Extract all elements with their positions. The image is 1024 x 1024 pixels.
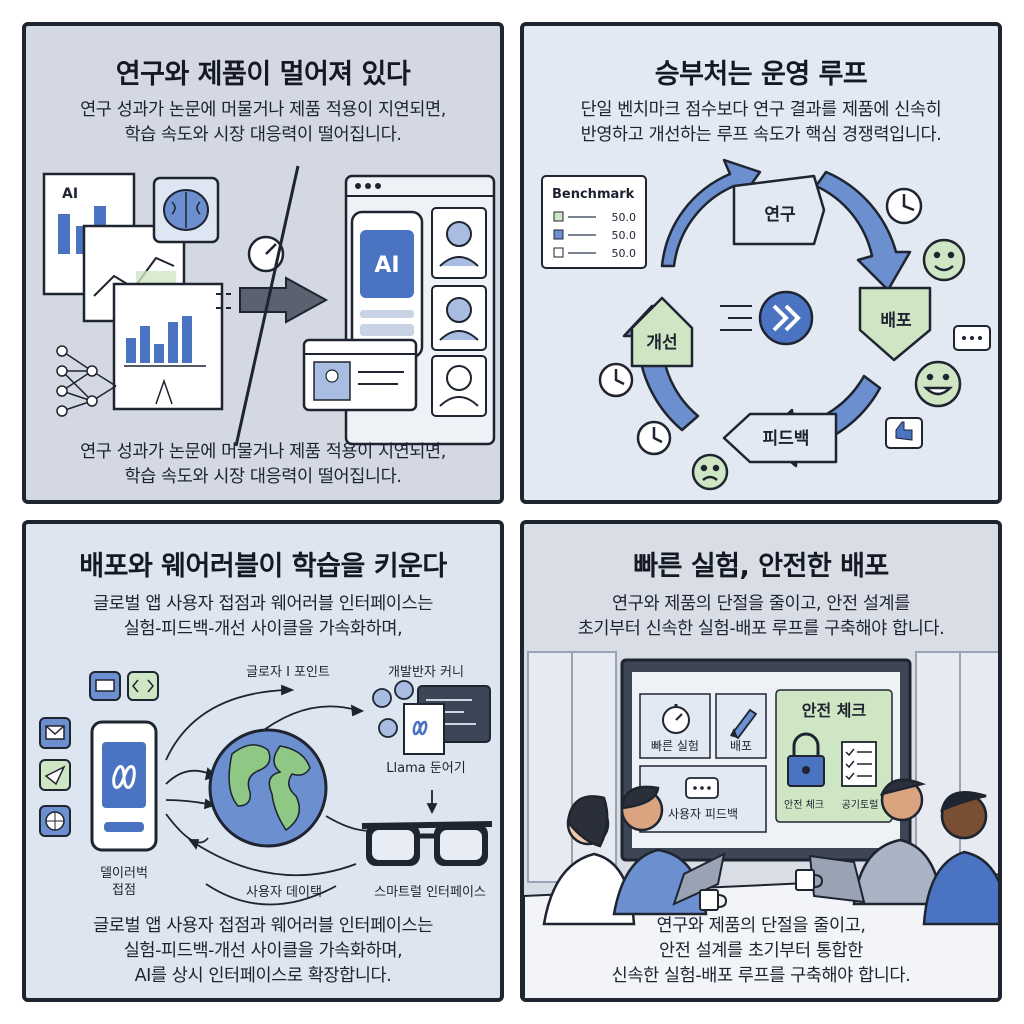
deploy-tile bbox=[715, 693, 767, 759]
benchmark-score-1: 50.0 bbox=[612, 211, 637, 224]
panel2-description: 단일 벤치마크 점수보다 연구 결과를 제품에 신속히 반영하고 개선하는 루프… bbox=[580, 100, 942, 145]
card-icon bbox=[89, 671, 121, 701]
global-touch-label: 글로자 I 포인트 bbox=[246, 665, 330, 680]
paper-ai-label: AI bbox=[62, 186, 78, 202]
globe-small-icon bbox=[39, 805, 71, 837]
sad-face-icon bbox=[691, 453, 729, 491]
panel3-description: 글로벌 앱 사용자 접점과 웨어러블 인터페이스는 실험-피드백-개선 사이클을… bbox=[93, 594, 433, 639]
fast-experiment-label: 빠른 실험 bbox=[651, 739, 699, 753]
mail-icon bbox=[39, 717, 71, 749]
clock-icon bbox=[885, 187, 923, 225]
user-avatars-icon bbox=[431, 207, 487, 417]
panel-fast-experiment-safe-deploy: 빠른 실험, 안전한 배포 연구와 제품의 단절을 줄이고, 안전 설계를 초기… bbox=[520, 520, 1002, 1002]
panel4-caption: 연구와 제품의 단절을 줄이고, 안전 설계를 초기부터 통합한 신속한 실험-… bbox=[611, 916, 911, 986]
panel4-title: 빠른 실험, 안전한 배포 bbox=[633, 551, 889, 582]
laughing-face-icon bbox=[914, 360, 962, 408]
loop-step-improve bbox=[630, 296, 694, 368]
person-left-1 bbox=[542, 795, 636, 926]
loop-label-research: 연구 bbox=[764, 205, 796, 225]
brain-icon bbox=[152, 176, 220, 244]
loop-label-feedback: 피드백 bbox=[763, 429, 810, 449]
code-icon bbox=[127, 671, 159, 701]
gap-divider-line bbox=[234, 165, 300, 447]
user-feedback-label: 사용자 피드백 bbox=[668, 807, 738, 821]
panel3-title: 배포와 웨어러블이 학습을 키운다 bbox=[79, 551, 447, 582]
panel-deployment-wearables: 배포와 웨어러블이 학습을 키운다 글로벌 앱 사용자 접점과 웨어러블 인터페… bbox=[22, 520, 504, 1002]
smart-glasses-icon bbox=[361, 821, 493, 866]
loop-label-improve: 개선 bbox=[646, 333, 677, 353]
panel4-illustration: 빠른 실험 배포 사용자 피드백 안전 체크 안전 체크 공기토럴 bbox=[524, 651, 998, 998]
thumbs-up-icon bbox=[885, 417, 923, 449]
benchmark-title: Benchmark bbox=[552, 187, 635, 202]
fast-forward-icon bbox=[720, 290, 814, 346]
ai-phone-icon bbox=[350, 210, 424, 359]
lock-icon bbox=[787, 732, 825, 787]
profile-window-icon bbox=[302, 338, 418, 412]
smart-interface-label: 스마트럴 인터페이스 bbox=[374, 885, 486, 900]
panel-operating-loop: 승부처는 운영 루프 단일 벤치마크 점수보다 연구 결과를 제품에 신속히 반… bbox=[520, 22, 1002, 504]
deploy-label: 배포 bbox=[730, 739, 752, 753]
user-feedback-tile bbox=[639, 765, 767, 833]
chat-icon bbox=[685, 777, 719, 799]
disclosure-label: 공기토럴 bbox=[842, 798, 879, 811]
loop-arrow-right bbox=[814, 170, 912, 292]
loop-step-feedback bbox=[722, 412, 838, 464]
chat-bubble-icon bbox=[953, 325, 991, 351]
benchmark-score-3: 50.0 bbox=[612, 247, 637, 260]
loop-step-deploy bbox=[858, 286, 932, 362]
benchmark-score-2: 50.0 bbox=[612, 229, 637, 242]
research-papers-icon bbox=[42, 172, 224, 411]
panel1-caption: 연구 성과가 논문에 머물거나 제품 적용이 지연되면, 학습 속도와 시장 대… bbox=[80, 442, 446, 487]
panel3-caption: 글로벌 앱 사용자 접점과 웨어러블 인터페이스는 실험-피드백-개선 사이클을… bbox=[93, 916, 433, 986]
happy-face-icon bbox=[922, 238, 966, 282]
panel2-title: 승부처는 운영 루프 bbox=[654, 59, 868, 90]
loop-label-deploy: 배포 bbox=[880, 311, 912, 331]
office-windows bbox=[527, 651, 998, 883]
laptop-icon bbox=[808, 854, 866, 904]
panel3-illustration: 델이러벅 접점 글로자 I 포인트 bbox=[39, 665, 493, 906]
safety-check-title: 안전 체크 bbox=[802, 701, 867, 720]
person-right-1 bbox=[852, 778, 944, 906]
neural-network-icon bbox=[56, 345, 117, 417]
safety-check-card bbox=[775, 689, 893, 823]
clock-icon bbox=[598, 362, 634, 398]
benchmark-card bbox=[541, 175, 647, 269]
panel1-illustration: AI bbox=[42, 165, 496, 447]
rocket-icon bbox=[730, 708, 758, 740]
user-data-label: 사용자 데이택 bbox=[246, 885, 322, 900]
stopwatch-icon bbox=[662, 704, 690, 734]
coffee-mug-icon bbox=[699, 889, 728, 911]
team-members bbox=[542, 778, 998, 926]
send-icon bbox=[39, 759, 71, 791]
app-phone-icon bbox=[90, 720, 158, 852]
panel-research-product-gap: 연구와 제품이 멀어져 있다 연구 성과가 논문에 머물거나 제품 적용이 지연… bbox=[22, 22, 504, 504]
coffee-mug-icon bbox=[795, 869, 824, 891]
loop-step-research bbox=[732, 174, 826, 246]
panel2-illustration: Benchmark 50.0 50.0 50.0 연구 배포 피드백 개선 bbox=[541, 158, 991, 491]
developer-community-icon bbox=[372, 680, 491, 755]
panel4-description: 연구와 제품의 단절을 줄이고, 안전 설계를 초기부터 신속한 실험-배포 루… bbox=[577, 594, 945, 639]
globe-icon bbox=[208, 728, 328, 848]
speed-gauge-icon bbox=[247, 235, 285, 273]
transfer-arrow-icon bbox=[216, 276, 329, 324]
llama-label: Llama 둔어기 bbox=[386, 761, 465, 776]
clock-icon bbox=[636, 420, 672, 456]
developer-community-label: 개발반자 커니 bbox=[388, 665, 464, 680]
panel1-title: 연구와 제품이 멀어져 있다 bbox=[115, 59, 411, 90]
device-touch-label-1: 델이러벅 bbox=[100, 866, 148, 881]
safety-check-label: 안전 체크 bbox=[784, 799, 824, 811]
device-touch-label-2: 접점 bbox=[112, 883, 136, 898]
checklist-icon bbox=[841, 741, 877, 787]
panel1-description: 연구 성과가 논문에 머물거나 제품 적용이 지연되면, 학습 속도와 시장 대… bbox=[80, 100, 446, 145]
person-right-2 bbox=[922, 791, 998, 926]
phone-ai-label: AI bbox=[374, 253, 399, 278]
